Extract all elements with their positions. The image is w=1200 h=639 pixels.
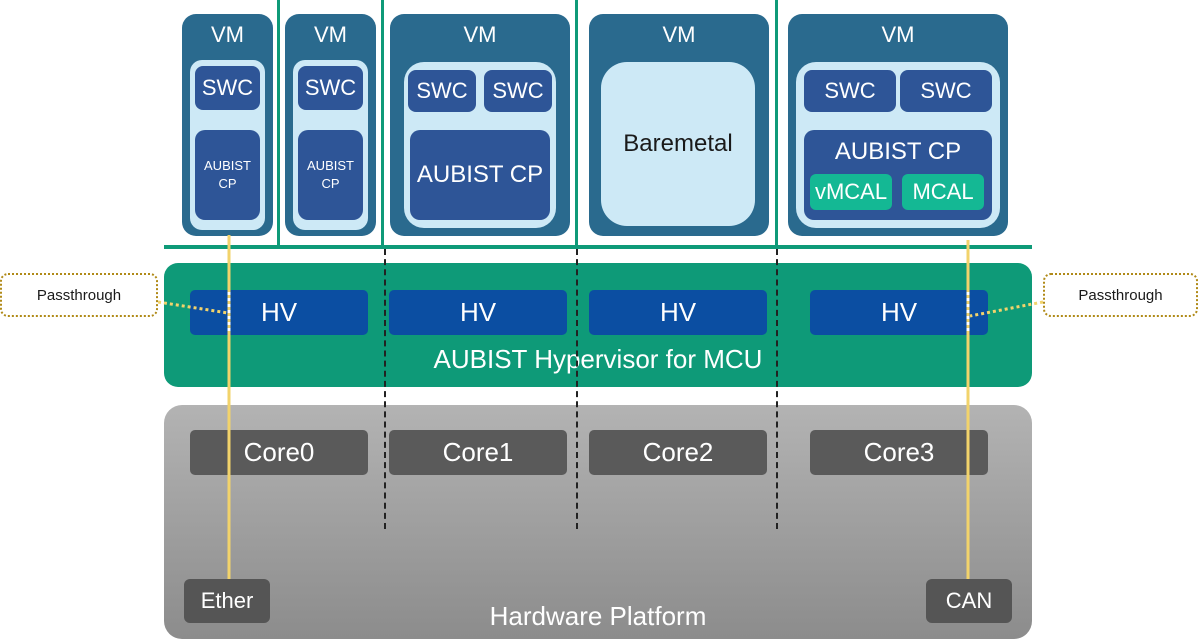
vmcal-block: vMCAL (810, 174, 892, 210)
vm-0: VM SWC AUBIST CP (182, 14, 273, 236)
vm-1-inner: SWC AUBIST CP (293, 60, 368, 230)
vm-4-swc-0: SWC (804, 70, 896, 112)
hv-block-3: HV (810, 290, 988, 335)
left-callout-connector (157, 300, 229, 315)
vm-2-label: VM (463, 22, 497, 47)
hardware-platform-label: Hardware Platform (489, 601, 707, 631)
partition-dashed-line-0 (384, 249, 386, 529)
vm-1-swc: SWC (298, 66, 363, 110)
hv-block-2: HV (589, 290, 767, 335)
vm-divider-3 (775, 0, 778, 247)
vm-0-label: VM (211, 22, 244, 47)
partition-dashed-line-1 (576, 249, 578, 529)
vm-2: VM SWC SWC AUBIST CP (390, 14, 570, 236)
vm-3: VM Baremetal (589, 14, 769, 236)
vm-3-label: VM (662, 22, 696, 47)
hypervisor-label: AUBIST Hypervisor for MCU (433, 344, 763, 374)
vm-3-inner: Baremetal (601, 62, 755, 226)
vm-1-aubist-cp: AUBIST CP (298, 130, 363, 220)
mcal-block: MCAL (902, 174, 984, 210)
core-2: Core2 (589, 430, 767, 475)
baremetal-label: Baremetal (623, 130, 733, 157)
vm-2-aubist-cp: AUBIST CP (410, 130, 550, 220)
vm-2-swc-0: SWC (408, 70, 476, 112)
vm-4-aubist-cp: AUBIST CP vMCAL MCAL (804, 130, 992, 220)
vm-0-inner: SWC AUBIST CP (190, 60, 265, 230)
vm-4-label: VM (881, 22, 915, 47)
ether-port: Ether (184, 579, 270, 623)
vm-divider-0 (277, 0, 280, 247)
vm-2-swc-1: SWC (484, 70, 552, 112)
vm-0-swc: SWC (195, 66, 260, 110)
can-port: CAN (926, 579, 1012, 623)
passthrough-callout-left: Passthrough (0, 273, 158, 317)
vm-4-swc-1: SWC (900, 70, 992, 112)
vm-4-aubist-cp-label: AUBIST CP (834, 138, 962, 165)
core-3: Core3 (810, 430, 988, 475)
vm-separator-line (164, 245, 1032, 249)
vm-divider-1 (381, 0, 384, 247)
vm-1-label: VM (314, 22, 347, 47)
core-1: Core1 (389, 430, 567, 475)
vm-4-inner: SWC SWC AUBIST CP vMCAL MCAL (796, 62, 1000, 228)
partition-dashed-line-2 (776, 249, 778, 529)
hv-block-1: HV (389, 290, 567, 335)
vm-1: VM SWC AUBIST CP (285, 14, 376, 236)
vm-0-aubist-cp: AUBIST CP (195, 130, 260, 220)
vm-2-inner: SWC SWC AUBIST CP (404, 62, 556, 228)
vm-divider-2 (575, 0, 578, 247)
vm-4: VM SWC SWC AUBIST CP vMCAL MCAL (788, 14, 1008, 236)
passthrough-callout-right: Passthrough (1043, 273, 1198, 317)
right-callout-connector (969, 300, 1044, 318)
core-0: Core0 (190, 430, 368, 475)
